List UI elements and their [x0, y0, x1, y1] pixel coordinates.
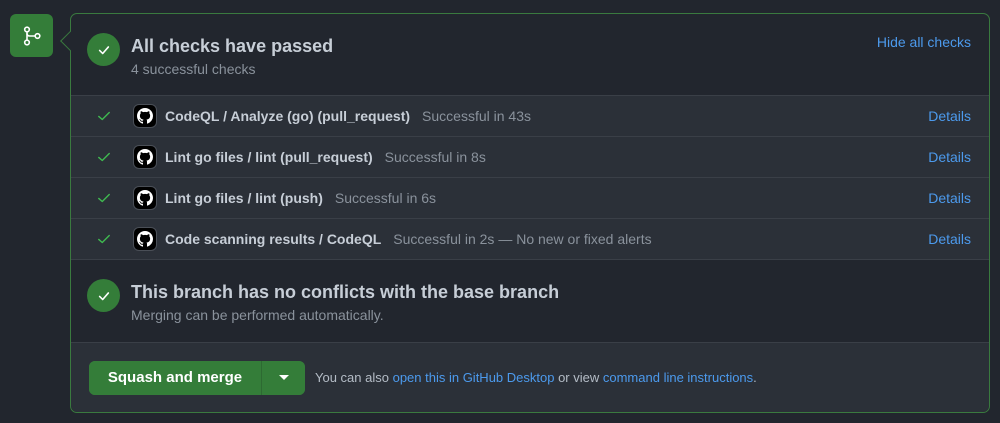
check-status: Successful in 2s — No new or fixed alert…	[393, 231, 652, 247]
merge-actions: Squash and merge You can also open this …	[71, 342, 989, 412]
check-name: Lint go files / lint (pull_request)	[165, 149, 373, 165]
squash-and-merge-button[interactable]: Squash and merge	[89, 360, 261, 395]
checks-list: CodeQL / Analyze (go) (pull_request) Suc…	[71, 95, 989, 260]
hide-all-checks-link[interactable]: Hide all checks	[876, 34, 971, 50]
checks-title: All checks have passed	[131, 36, 334, 56]
branch-status: This branch has no conflicts with the ba…	[71, 260, 989, 342]
success-badge	[87, 33, 120, 66]
open-github-desktop-link[interactable]: open this in GitHub Desktop	[392, 370, 555, 385]
chevron-down-icon	[278, 375, 289, 380]
check-icon	[98, 234, 110, 244]
check-icon	[98, 193, 110, 203]
git-branch-icon	[23, 25, 41, 46]
checks-count: 4 successful checks	[131, 61, 256, 77]
details-link[interactable]: Details	[928, 108, 971, 124]
details-link[interactable]: Details	[928, 231, 971, 247]
github-logo-icon	[133, 104, 157, 128]
check-row: Lint go files / lint (pull_request) Succ…	[71, 137, 989, 178]
command-line-instructions-link[interactable]: command line instructions	[602, 370, 754, 385]
hint-prefix: You can also	[315, 370, 393, 385]
github-logo-icon	[133, 145, 157, 169]
hint-middle: or view	[554, 370, 603, 385]
check-icon	[98, 111, 110, 121]
branch-status-title: This branch has no conflicts with the ba…	[131, 282, 560, 302]
success-badge	[87, 279, 120, 312]
merge-button-group: Squash and merge	[89, 360, 305, 395]
checks-summary: All checks have passed 4 successful chec…	[71, 14, 989, 95]
merge-method-dropdown[interactable]	[261, 360, 305, 395]
check-status: Successful in 6s	[334, 190, 437, 206]
github-logo-icon	[133, 186, 157, 210]
merge-panel: All checks have passed 4 successful chec…	[60, 13, 990, 413]
branch-status-subtitle: Merging can be performed automatically.	[131, 307, 384, 323]
check-name: Lint go files / lint (push)	[165, 190, 323, 206]
hint-suffix: .	[753, 370, 757, 385]
check-row: CodeQL / Analyze (go) (pull_request) Suc…	[71, 96, 989, 137]
check-icon	[98, 45, 109, 54]
check-icon	[98, 152, 110, 162]
check-status: Successful in 8s	[384, 149, 486, 165]
check-status: Successful in 43s	[422, 108, 531, 124]
check-name: Code scanning results / CodeQL	[165, 231, 382, 247]
details-link[interactable]: Details	[928, 149, 971, 165]
check-name: CodeQL / Analyze (go) (pull_request)	[165, 108, 411, 124]
github-logo-icon	[133, 227, 157, 251]
merge-hint: You can also open this in GitHub Desktop…	[315, 370, 757, 385]
details-link[interactable]: Details	[928, 190, 971, 206]
check-icon	[98, 291, 109, 300]
check-row: Code scanning results / CodeQL Successfu…	[71, 219, 989, 260]
check-row: Lint go files / lint (push) Successful i…	[71, 178, 989, 219]
branch-badge	[10, 14, 53, 57]
